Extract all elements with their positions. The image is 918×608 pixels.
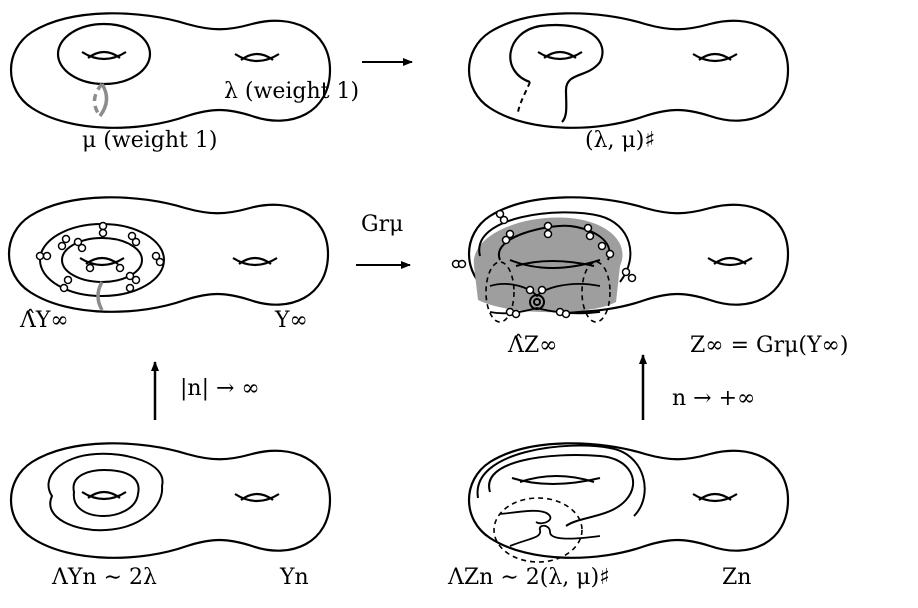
- label-n-to-plus-inf: n → +∞: [672, 386, 756, 411]
- label-lambda-hat-z-inf: Λ̂Z∞: [508, 333, 558, 358]
- surface-top-right: [467, 12, 790, 129]
- lambda-curve: [56, 22, 152, 86]
- surface-mid-right: [451, 196, 790, 323]
- label-gr-mu: Grμ: [361, 212, 404, 237]
- surface-mid-left: [7, 196, 330, 313]
- surface-bottom-left: [9, 442, 332, 559]
- label-lambda-z-n: ΛZn ∼ 2(λ, μ)♯: [448, 565, 610, 590]
- sharp-curve: [509, 23, 604, 123]
- surface-top-left: [9, 12, 332, 129]
- label-y-n: Yn: [280, 565, 309, 590]
- label-z-n: Zn: [722, 565, 752, 590]
- shaded-annulus: [473, 217, 623, 313]
- wiggly-curve: [47, 452, 164, 532]
- label-lambda-mu-sharp: (λ, μ)♯: [585, 128, 656, 153]
- label-mu: μ (weight 1): [82, 128, 218, 153]
- label-lambda-y-n: ΛYn ∼ 2λ: [52, 565, 157, 590]
- label-n-abs-to-inf: |n| → ∞: [180, 376, 260, 401]
- mu-gray: [96, 281, 104, 311]
- marked-points: [35, 221, 165, 293]
- label-z-inf-eq: Z∞ = Grμ(Y∞): [690, 333, 849, 358]
- mu-curve-back: [92, 82, 104, 118]
- marked-points-z: [451, 209, 637, 319]
- label-y-inf: Y∞: [275, 308, 308, 333]
- mu-curve-front: [98, 83, 109, 118]
- surface-bottom-right: [467, 442, 790, 563]
- label-lambda-hat-y-inf: Λ̂Y∞: [20, 308, 69, 333]
- sharp-curve-back: [517, 81, 531, 113]
- label-lambda: λ (weight 1): [224, 79, 360, 104]
